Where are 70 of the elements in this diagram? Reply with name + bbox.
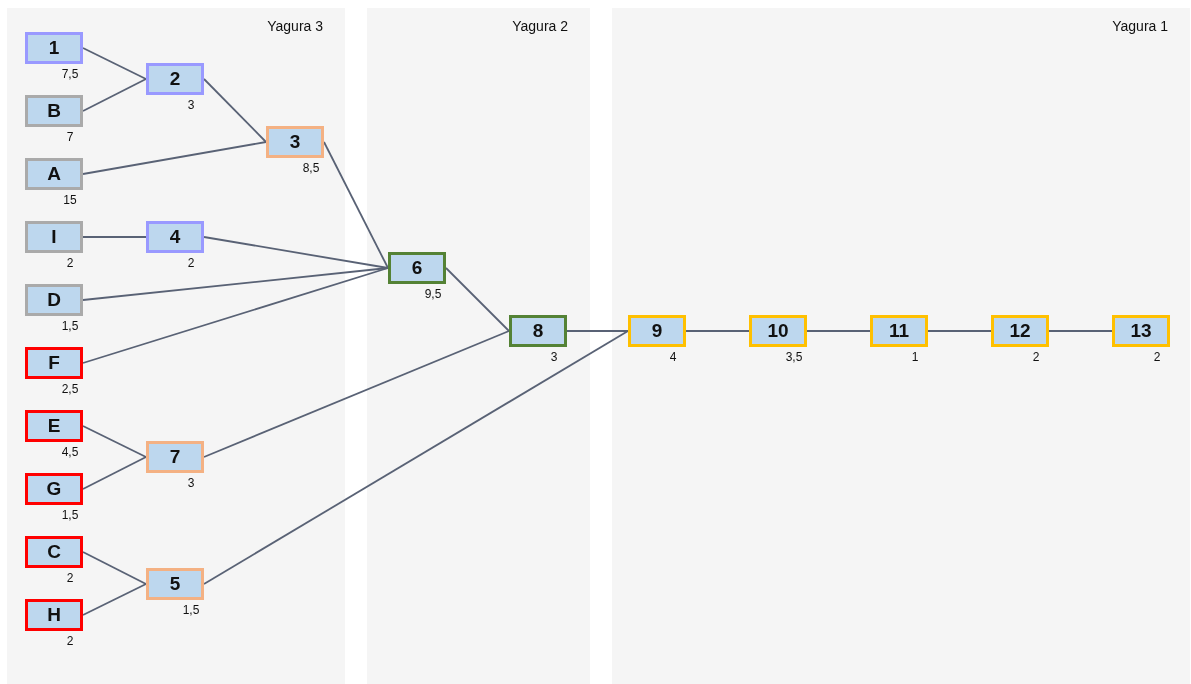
task-box: 3 [266, 126, 324, 158]
lane-title: Yagura 1 [1112, 18, 1168, 34]
task-box: I [25, 221, 83, 253]
connector-line [82, 456, 147, 490]
task-box: F [25, 347, 83, 379]
swimlane-panel [367, 8, 590, 684]
connector-line [82, 267, 389, 364]
duration-label: 1,5 [181, 603, 201, 617]
duration-label: 7 [65, 130, 75, 144]
task-box: 1 [25, 32, 83, 64]
connector-line [82, 583, 147, 616]
connector-line [82, 78, 147, 112]
connector-line [203, 78, 267, 143]
duration-label: 7,5 [60, 67, 80, 81]
task-box: 4 [146, 221, 204, 253]
connector-line [82, 236, 147, 238]
task-box: 13 [1112, 315, 1170, 347]
connector-line [927, 330, 992, 332]
connector-line [685, 330, 750, 332]
task-box: 6 [388, 252, 446, 284]
task-box: 11 [870, 315, 928, 347]
duration-label: 8,5 [301, 161, 321, 175]
task-box: D [25, 284, 83, 316]
task-box: 8 [509, 315, 567, 347]
task-box: 7 [146, 441, 204, 473]
connector-line [203, 330, 629, 585]
connector-line [323, 141, 389, 269]
connector-line [82, 141, 267, 175]
duration-label: 9,5 [423, 287, 443, 301]
swimlane-panel [7, 8, 345, 684]
task-box: 5 [146, 568, 204, 600]
task-box: H [25, 599, 83, 631]
task-box: 9 [628, 315, 686, 347]
duration-label: 3 [186, 98, 196, 112]
duration-label: 4 [668, 350, 678, 364]
duration-label: 15 [62, 193, 78, 207]
task-box: 10 [749, 315, 807, 347]
duration-label: 2 [1031, 350, 1041, 364]
duration-label: 1,5 [60, 508, 80, 522]
connector-line [566, 330, 629, 332]
connector-line [806, 330, 871, 332]
task-box: C [25, 536, 83, 568]
duration-label: 2 [1152, 350, 1162, 364]
lane-title: Yagura 2 [512, 18, 568, 34]
duration-label: 4,5 [60, 445, 80, 459]
duration-label: 3 [186, 476, 196, 490]
connector-line [82, 267, 389, 301]
duration-label: 2 [65, 571, 75, 585]
connector-line [203, 330, 510, 458]
connector-line [445, 267, 510, 332]
task-box: B [25, 95, 83, 127]
task-box: 2 [146, 63, 204, 95]
task-box: G [25, 473, 83, 505]
connector-line [82, 551, 147, 585]
duration-label: 2 [65, 634, 75, 648]
task-box: 12 [991, 315, 1049, 347]
duration-label: 1 [910, 350, 920, 364]
connector-line [82, 425, 147, 458]
duration-label: 2 [186, 256, 196, 270]
lane-title: Yagura 3 [267, 18, 323, 34]
connector-line [1048, 330, 1113, 332]
duration-label: 2 [65, 256, 75, 270]
duration-label: 1,5 [60, 319, 80, 333]
duration-label: 3 [549, 350, 559, 364]
connector-line [82, 47, 147, 80]
swimlane-panel [612, 8, 1190, 684]
duration-label: 3,5 [784, 350, 804, 364]
duration-label: 2,5 [60, 382, 80, 396]
task-box: E [25, 410, 83, 442]
task-box: A [25, 158, 83, 190]
